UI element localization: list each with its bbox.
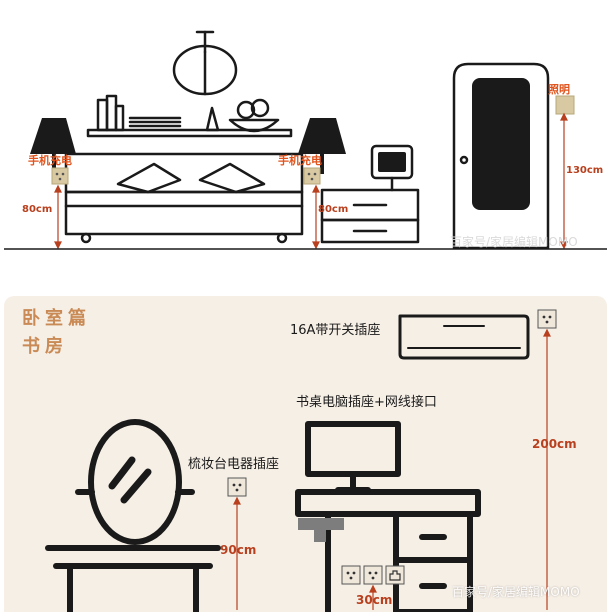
vanity-height-measure: 90cm — [220, 543, 257, 557]
phone-charge-label-right: 手机充电 — [278, 154, 322, 167]
switch-height-measure: 130cm — [566, 165, 604, 176]
desk-outlet-2-icon — [363, 565, 383, 585]
ac-outlet-label: 16A带开关插座 — [290, 323, 381, 338]
right-height-measure: 80cm — [318, 204, 349, 215]
desk-outlet-label: 书桌电脑插座+网线接口 — [296, 395, 437, 410]
outlet-right-icon — [303, 167, 321, 185]
section-title-study: 书房 — [22, 336, 68, 357]
vanity-table-icon — [45, 545, 221, 612]
vanity-outlet-icon — [227, 477, 247, 497]
watermark-bottom: 百家号/家居编辑MOMO — [452, 585, 580, 599]
right-lamp-icon — [298, 118, 346, 154]
air-conditioner-icon — [398, 314, 530, 360]
pendant-lamp-icon — [172, 30, 238, 96]
mirror-reflection-icon — [108, 456, 152, 504]
ac-height-measure: 200cm — [532, 437, 577, 451]
lighting-label: 照明 — [548, 83, 570, 96]
study-measure-arrows — [233, 328, 551, 610]
network-port-icon — [385, 565, 405, 585]
light-switch-icon — [555, 95, 575, 115]
left-lamp-icon — [30, 118, 76, 154]
nightstand-icon — [320, 188, 420, 244]
desk-icon — [295, 489, 481, 612]
watermark-top: 百家号/家居编辑MOMO — [450, 235, 578, 249]
measure-arrows — [54, 112, 568, 250]
bed-icon — [64, 152, 304, 244]
vanity-outlet-label: 梳妆台电器插座 — [188, 457, 280, 472]
study-illustration — [45, 309, 557, 612]
wardrobe-glass-panel — [472, 78, 530, 210]
left-height-measure: 80cm — [22, 204, 53, 215]
bedroom-illustration — [4, 30, 607, 250]
phone-charge-label-left: 手机充电 — [28, 154, 72, 167]
wall-shelf-icon — [86, 94, 293, 138]
study-outlet-panel: 卧室篇 书房 16A带开关插座 书桌电脑插座+网线接口 梳妆台电器插座 200c… — [4, 296, 607, 612]
desk-outlet-1-icon — [341, 565, 361, 585]
tv-icon — [370, 144, 414, 192]
monitor-icon — [305, 421, 401, 493]
keyboard-tray-icon — [298, 518, 344, 542]
wardrobe-door-icon — [452, 62, 550, 250]
bedroom-outlet-panel: 手机充电 手机充电 照明 80cm 80cm 130cm 百家号/家居编辑MOM… — [4, 12, 607, 260]
outlet-left-icon — [51, 167, 69, 185]
vanity-mirror-icon — [75, 419, 195, 545]
section-title-bedroom: 卧室篇 — [22, 308, 91, 329]
desk-height-measure: 30cm — [356, 593, 393, 607]
ac-outlet-icon — [537, 309, 557, 329]
